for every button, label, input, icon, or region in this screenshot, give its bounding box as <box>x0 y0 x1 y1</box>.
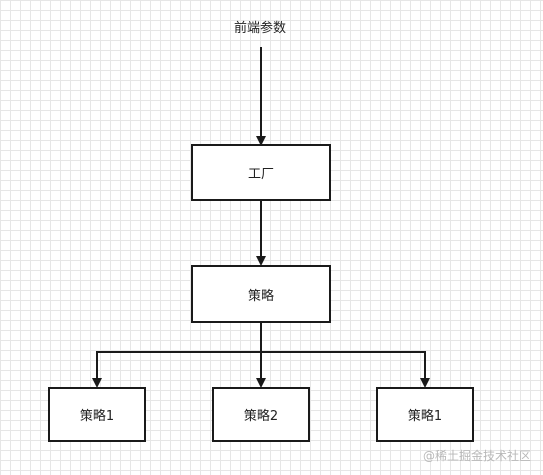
factory-node: 工厂 <box>191 144 331 201</box>
watermark: @稀土掘金技术社区 <box>422 449 531 463</box>
strategy-b-node: 策略2 <box>212 387 310 442</box>
input-label: 前端参数 <box>234 21 287 36</box>
strategy-c-node-label: 策略1 <box>407 409 443 424</box>
strategy-b-node-label: 策略2 <box>243 409 279 424</box>
strategy-node: 策略 <box>191 265 331 323</box>
strategy-c-node: 策略1 <box>376 387 474 442</box>
strategy-node-label: 策略 <box>247 288 274 304</box>
strategy-a-node-label: 策略1 <box>79 409 115 424</box>
factory-node-label: 工厂 <box>247 167 274 182</box>
strategy-a-node: 策略1 <box>48 387 146 442</box>
